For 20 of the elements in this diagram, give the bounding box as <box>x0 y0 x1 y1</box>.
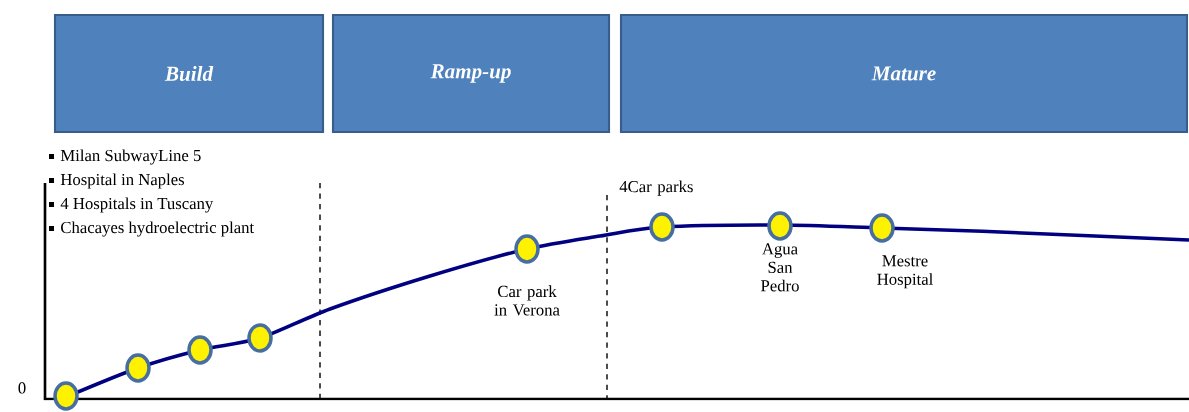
axis-label: 0 <box>18 382 26 394</box>
milestone-label: Mestre Hospital <box>877 255 933 289</box>
milestone-label: Agua San Pedro <box>761 243 799 292</box>
milestone-dot <box>649 212 675 242</box>
phase-box: Build <box>53 13 325 134</box>
milestone-label: 4Car parks <box>619 180 693 196</box>
project-label: Hospital in Naples <box>60 173 185 189</box>
project-label: Chacayes hydroelectric plant <box>61 221 255 237</box>
milestone-dot <box>514 234 540 264</box>
project-label: Milan SubwayLine 5 <box>60 149 201 165</box>
milestone-dot <box>125 353 151 383</box>
milestone-dot <box>869 213 895 243</box>
milestone-dot <box>767 211 793 241</box>
project-label: 4 Hospitals in Tuscany <box>60 197 214 213</box>
milestone-dot <box>247 323 273 353</box>
milestone-dot <box>53 381 79 411</box>
milestone-label: Car park in Verona <box>494 285 560 316</box>
milestone-dot <box>187 335 213 365</box>
phase-box: Mature <box>619 13 1189 134</box>
phase-box: Ramp-up <box>331 13 611 134</box>
